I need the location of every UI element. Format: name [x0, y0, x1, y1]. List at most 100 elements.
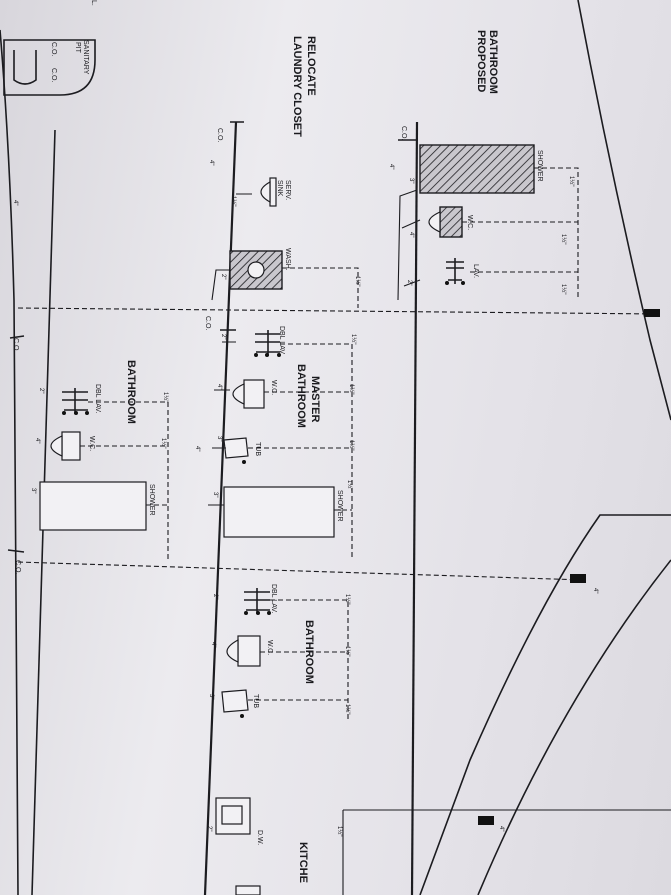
right-dbl-lav-icon [244, 588, 271, 615]
sz-22: 4" [34, 438, 40, 443]
master-branches [208, 341, 236, 506]
sz-8: 4" [208, 160, 214, 165]
left-dbl-lav-icon [62, 388, 89, 415]
sz-18: 3" [212, 492, 218, 497]
vent-line-upper [17, 307, 661, 315]
lbl-master-wc: W.C. [270, 380, 277, 395]
sz-27: 2" [212, 594, 218, 599]
outer-wall-line-top [577, 0, 671, 421]
lbl-wash: WASH. [284, 248, 291, 271]
sz-3: 1½" [560, 284, 567, 294]
sz-7: 2" [406, 280, 412, 285]
lbl-serv-line2: SINK [276, 180, 283, 197]
sz-33: 4" [592, 588, 598, 593]
sz-19: 1½" [346, 480, 353, 490]
laundry-branches [211, 193, 252, 301]
sz-12: 2" [220, 334, 226, 339]
room-bathroom-right: BATHROOM [303, 620, 315, 684]
sz-6: 4" [408, 232, 414, 237]
sz-21: 1½" [162, 392, 169, 402]
room-kitchen: KITCHE [297, 842, 309, 883]
master-vent-loop [248, 343, 353, 560]
sz-1: 1½" [568, 176, 575, 186]
sz-2: 1½" [560, 234, 567, 244]
sz-29: 4" [210, 642, 216, 647]
lbl-co-7: C.O. [50, 68, 57, 82]
lbl-pit-line2: PIT [74, 42, 81, 54]
lbl-proposed-wc: W.C. [466, 215, 473, 230]
washer-icon [229, 250, 283, 290]
room-bathroom-left: BATHROOM [125, 360, 137, 424]
sz-24: 4" [194, 446, 200, 451]
proposed-vent-loop [462, 167, 579, 298]
left-shower [39, 481, 147, 531]
left-vent-loop [80, 401, 169, 560]
vent-terminal-1 [644, 309, 660, 317]
vent-line-lower [17, 561, 586, 581]
lbl-right-wc: W.C. [266, 640, 273, 655]
proposed-lav-icon [445, 258, 465, 285]
co-mark-upper [7, 121, 418, 553]
sz-35: 2" [206, 826, 212, 831]
lbl-master-tub: TUB [254, 442, 261, 456]
lbl-master-shower: SHOWER [336, 490, 343, 522]
laundry-vent [282, 267, 359, 308]
lbl-dw: D.W. [256, 830, 263, 845]
room-proposed-line2: BATHROOM [487, 30, 499, 94]
proposed-branches [397, 189, 421, 301]
sz-14: 4" [216, 384, 222, 389]
lbl-right-tub: TUB [252, 694, 259, 708]
room-master-line2: BATHROOM [295, 364, 307, 428]
sz-13: 1½" [350, 334, 357, 344]
left-wc-icon [50, 431, 81, 461]
sz-30: 1½" [344, 646, 351, 656]
sz-26: 4" [12, 200, 18, 205]
outer-wall-line-low [477, 559, 671, 895]
proposed-wc-icon [428, 206, 463, 238]
room-laundry-line1: RELOCATE [305, 36, 317, 96]
kitchen-sink-partial [235, 885, 261, 895]
right-tub-icon [221, 689, 249, 718]
outer-wall-line-mid [419, 514, 671, 895]
vent-terminal-3 [478, 816, 494, 825]
lbl-edge: L. [90, 0, 97, 6]
sz-28: 1½" [344, 594, 351, 604]
sz-15: 1½" [348, 384, 355, 394]
sz-20: 2" [38, 388, 44, 393]
sz-4: 3" [408, 178, 414, 183]
sanitary-outfall [0, 29, 19, 895]
lbl-left-dbl-lav: DBL LAV. [94, 384, 101, 413]
sz-32: 1½" [344, 704, 351, 714]
lbl-co-2: C.O. [216, 128, 223, 142]
lbl-co-5: C.O. [14, 560, 21, 574]
right-wc-icon [226, 635, 261, 667]
main-drain-right [410, 121, 419, 895]
proposed-shower [419, 144, 535, 194]
sz-17: 1½" [348, 440, 355, 450]
lbl-left-wc: W.C. [88, 436, 95, 451]
right-vent-loop [248, 599, 349, 720]
lbl-co-6: C.O. [50, 42, 57, 56]
sz-23: 1½" [160, 438, 167, 448]
lbl-proposed-shower: SHOWER [536, 150, 543, 182]
sz-36: 1½" [336, 826, 343, 836]
lbl-pit-line1: SANITARY [82, 40, 89, 75]
lbl-co-1: C.O. [400, 126, 407, 140]
master-wc-icon [232, 379, 265, 409]
master-tub-icon [223, 437, 249, 464]
sz-9: 1½" [230, 196, 237, 206]
lbl-serv-line1: SERV. [284, 180, 291, 200]
room-master-line1: MASTER [309, 376, 321, 423]
lbl-master-dbl-lav: DBL LAV. [278, 326, 285, 355]
vent-terminal-2 [570, 574, 586, 583]
room-laundry-line2: LAUNDRY CLOSET [291, 36, 303, 137]
sz-16: 3" [216, 436, 222, 441]
sz-34: 4" [498, 826, 504, 831]
sz-5: 4" [388, 164, 394, 169]
dishwasher-icon [215, 797, 251, 835]
lbl-proposed-lav: LAV. [472, 264, 479, 278]
sz-10: 2" [220, 274, 226, 279]
sz-25: 3" [30, 488, 36, 493]
